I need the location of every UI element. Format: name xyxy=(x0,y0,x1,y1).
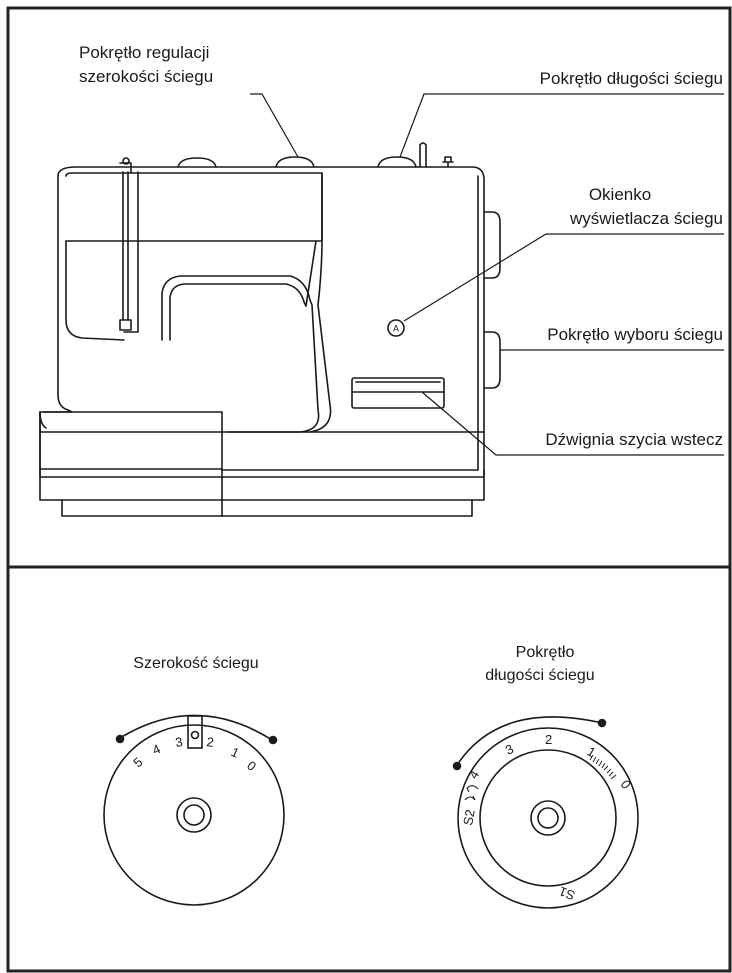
reverse-lever-shape xyxy=(351,377,445,409)
width-dial-body xyxy=(103,724,285,906)
display-window-marker xyxy=(387,319,405,337)
machine-body-outline xyxy=(39,166,485,478)
width-dial-numbers: 5 4 3 2 1 0 xyxy=(130,734,259,774)
arm-opening-inner xyxy=(169,283,307,341)
length-dial-s2-label: S2 xyxy=(460,808,478,826)
width-dial-arc xyxy=(119,714,273,741)
label-stitch-selector-knob: Pokrętło wyboru ściegu xyxy=(547,325,723,344)
width-dial-title: Szerokość ściegu xyxy=(133,655,258,672)
length-dial-fine-scale xyxy=(589,754,617,780)
length-dial-hub-inner xyxy=(537,807,559,829)
base-bottom xyxy=(61,499,473,517)
label-display-window-line1: Okienko xyxy=(589,185,651,204)
spool-pin-small xyxy=(442,156,454,168)
label-reverse-lever: Dźwignia szycia wstecz xyxy=(545,430,723,449)
side-knob-upper xyxy=(483,211,501,279)
needle-presser xyxy=(123,171,139,333)
length-dial-number: 4 xyxy=(466,768,483,782)
width-dial-number: 3 xyxy=(174,734,183,750)
length-dial-numbers: 4 3 2 1 0 S2 S1 xyxy=(460,732,634,903)
width-dial xyxy=(103,714,285,906)
leader-reverse-lever xyxy=(421,391,724,456)
length-dial-arc xyxy=(456,716,603,766)
leader-lines xyxy=(250,93,724,456)
length-dial-s1-label: S1 xyxy=(557,884,577,904)
length-dial-number: 2 xyxy=(545,732,552,747)
length-dial-inner-ring xyxy=(479,749,617,887)
width-dial-pointer-dot xyxy=(190,730,200,740)
label-display-window-line2: wyświetlacza ściegu xyxy=(569,209,723,228)
width-dial-number: 2 xyxy=(206,734,215,750)
reverse-lever-detail xyxy=(351,381,445,393)
width-dial-number: 4 xyxy=(150,741,163,758)
frame xyxy=(6,6,732,973)
length-dial-number: 3 xyxy=(503,741,516,758)
base-front xyxy=(39,411,485,501)
head-lower-outline xyxy=(65,240,125,341)
column-curve xyxy=(309,172,332,433)
side-knob-lower xyxy=(483,331,501,389)
length-dial-reverse-arrow-1 xyxy=(464,795,476,801)
column-stripe xyxy=(305,240,317,307)
width-dial-hub-inner xyxy=(183,804,205,826)
frame-border xyxy=(6,6,732,973)
width-dial-number: 1 xyxy=(229,744,242,761)
width-dial-number: 5 xyxy=(130,754,145,770)
length-dial-number: 0 xyxy=(618,777,634,792)
top-knob-bump-1 xyxy=(177,157,217,168)
sewing-machine xyxy=(39,142,501,517)
base-left-rounded xyxy=(39,411,47,429)
length-dial-title-line1: Pokrętło xyxy=(516,644,575,661)
width-dial-arc-end-left xyxy=(115,734,125,744)
top-knob-bump-3 xyxy=(377,156,417,168)
width-dial-hub-outer xyxy=(176,797,212,833)
length-dial-title-line2: długości ściegu xyxy=(485,667,594,684)
head-inner-outline xyxy=(65,172,323,242)
needle-bar xyxy=(119,162,132,331)
label-stitch-length-knob: Pokrętło długości ściegu xyxy=(540,69,723,88)
length-dial-number: 1 xyxy=(585,744,599,761)
top-knob-bump-2 xyxy=(275,156,315,168)
display-window-marker-letter: A xyxy=(393,324,399,334)
length-dial-arc-end-right xyxy=(597,718,607,728)
length-dial-reverse-arrow-2 xyxy=(466,785,479,793)
leader-display-window xyxy=(403,233,724,322)
length-dial-body xyxy=(457,727,639,909)
needle-screw xyxy=(122,157,130,165)
width-dial-arc-end-right xyxy=(268,735,278,745)
leader-stitch-width xyxy=(250,93,299,158)
width-dial-pointer-window xyxy=(187,715,203,749)
label-stitch-width-knob-line2: szerokości ściegu xyxy=(79,67,213,86)
length-dial-hub-outer xyxy=(530,800,566,836)
arm-opening xyxy=(161,275,320,433)
length-dial-arc-end-left xyxy=(452,761,462,771)
leader-stitch-length xyxy=(399,93,724,158)
spool-pin xyxy=(419,142,427,168)
label-stitch-width-knob-line1: Pokrętło regulacji xyxy=(79,43,209,62)
width-dial-number: 0 xyxy=(244,758,259,774)
body-inner-border xyxy=(221,175,479,471)
length-dial xyxy=(452,716,639,909)
